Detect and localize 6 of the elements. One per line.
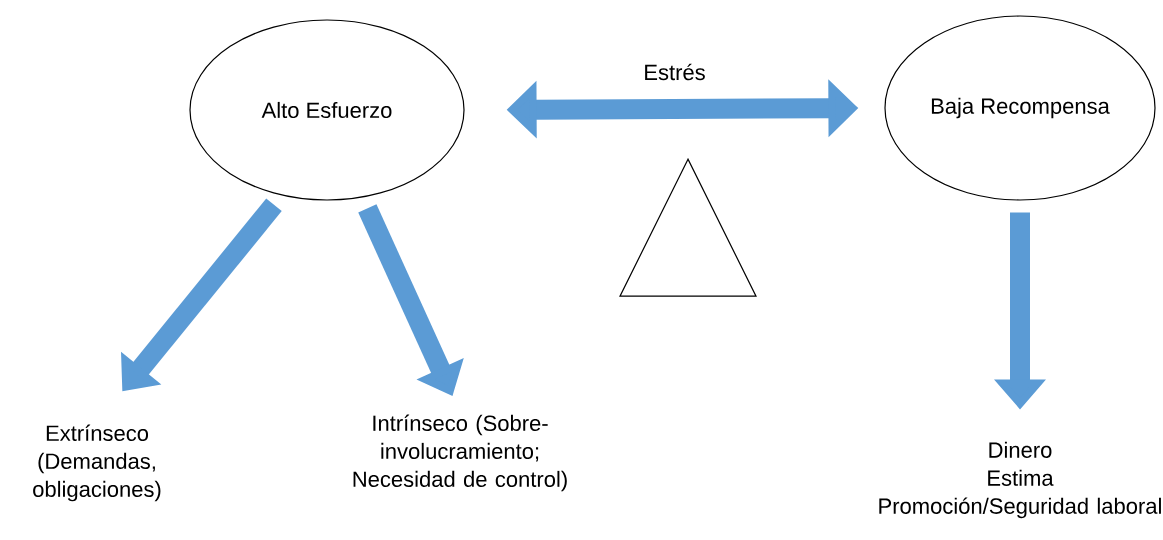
- ellipse-node: Alto Esfuerzo: [189, 19, 465, 201]
- ellipse-node: Baja Recompensa: [884, 15, 1156, 201]
- text-label: Dinero Estima Promoción/Seguridad laboral: [879, 441, 1161, 519]
- text-label: Extrínseco (Demandas, obligaciones): [33, 424, 161, 502]
- edge-label: Estrés: [641, 61, 708, 83]
- text-label: Intrínseco (Sobre-involucramiento; Necesidad de control): [353, 414, 567, 492]
